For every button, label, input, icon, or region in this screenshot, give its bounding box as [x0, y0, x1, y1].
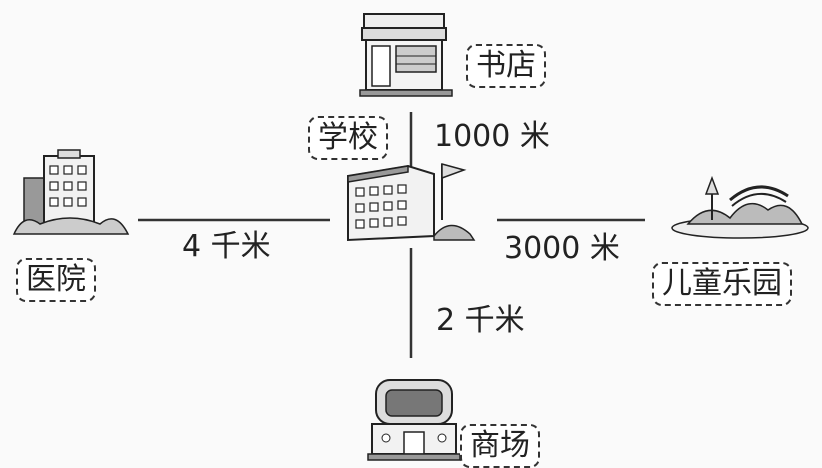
shopping-mall-label: 商场: [460, 424, 540, 468]
amusement-park-label: 儿童乐园: [652, 262, 792, 306]
hospital-icon: [12, 149, 130, 235]
west-distance: 4 千米: [182, 229, 271, 264]
north-distance: 1000 米: [434, 119, 550, 154]
bookstore-icon: [359, 13, 453, 97]
south-distance: 2 千米: [436, 303, 525, 338]
school-icon: [347, 163, 476, 242]
shopping-mall-icon: [367, 379, 461, 461]
hospital-label: 医院: [16, 258, 96, 302]
bookstore-label: 书店: [466, 44, 546, 88]
school-label: 学校: [308, 116, 388, 160]
amusement-park-icon: [671, 175, 809, 239]
east-distance: 3000 米: [504, 231, 620, 266]
